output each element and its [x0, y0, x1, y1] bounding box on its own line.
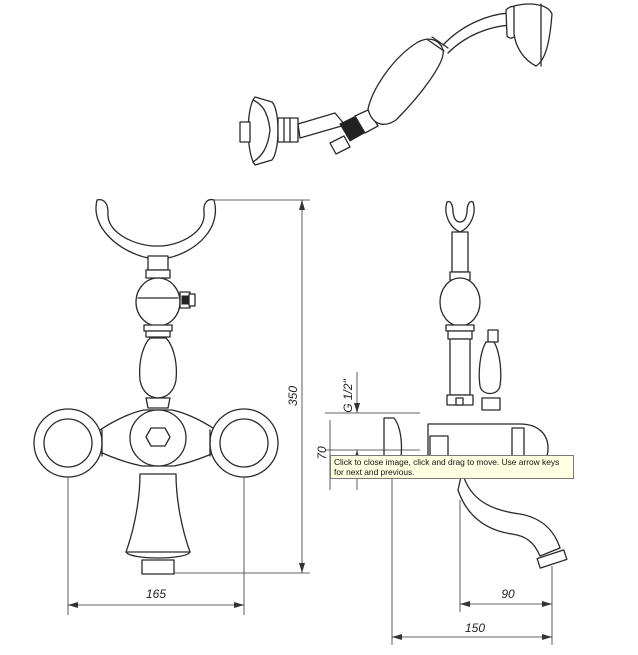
- front-view: [33, 198, 279, 575]
- side-lever: [478, 341, 502, 395]
- dim-overall-label: 150: [465, 621, 485, 635]
- hex-nut: [145, 427, 171, 447]
- tooltip-text: Click to close image, click and drag to …: [334, 457, 560, 477]
- front-lever: [138, 337, 178, 399]
- front-dimensions: [67, 199, 310, 615]
- holder-arm: [297, 112, 346, 139]
- image-viewer-tooltip[interactable]: Click to close image, click and drag to …: [330, 455, 574, 479]
- dim-depth-label: 70: [315, 446, 329, 460]
- side-view: [383, 200, 568, 569]
- shower-head: [513, 3, 553, 67]
- holder-nut: [239, 121, 251, 143]
- shower-neck: [442, 12, 513, 54]
- dim-width-label: 165: [146, 587, 166, 601]
- dim-height-label: 350: [286, 386, 300, 406]
- dim-thread-label: G 1/2": [341, 378, 355, 412]
- front-holder-fork: [95, 198, 217, 259]
- front-spout: [125, 473, 191, 559]
- front-aerator: [141, 559, 175, 575]
- hand-shower-view: [239, 3, 553, 166]
- side-dimensions: [325, 372, 553, 645]
- side-spout: [457, 471, 561, 557]
- dim-spout-label: 90: [501, 587, 515, 601]
- holder-disc: [247, 96, 279, 166]
- side-aerator: [536, 549, 568, 569]
- shower-handle: [367, 38, 444, 125]
- side-holder-fork: [445, 200, 475, 233]
- side-ball: [439, 277, 481, 327]
- holder-joint: [277, 117, 299, 143]
- front-ball: [135, 277, 181, 327]
